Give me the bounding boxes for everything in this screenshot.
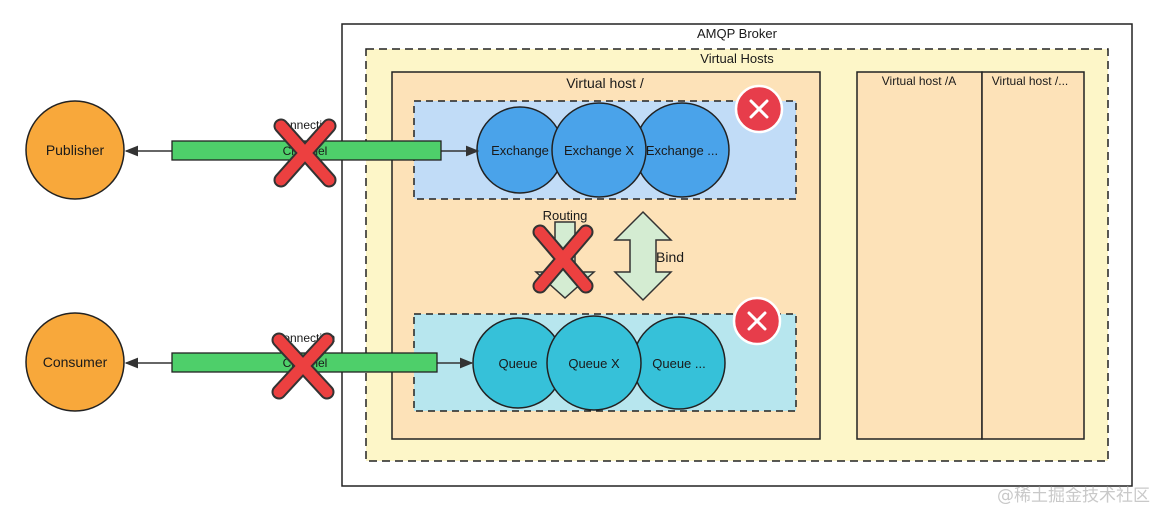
cross-icon	[271, 332, 335, 400]
virtual-hosts-title: Virtual Hosts	[700, 51, 774, 66]
close-icon[interactable]	[734, 84, 784, 134]
queue-label: Queue	[498, 356, 537, 371]
exchange-label: Exchange X	[564, 143, 634, 158]
queue-node[interactable]: Queue	[472, 317, 564, 409]
queue-zone: Queue Queue ... Queue X	[413, 296, 797, 412]
exchange-node[interactable]: Exchange ...	[634, 102, 730, 198]
virtual-host-b: Virtual host /...	[981, 71, 1085, 440]
virtual-host-a: Virtual host /A	[856, 71, 983, 440]
consumer-node[interactable]: Consumer	[25, 312, 125, 412]
queue-label: Queue X	[568, 356, 620, 371]
bind-arrow: Bind	[613, 210, 684, 302]
queue-label: Queue ...	[652, 356, 705, 371]
consumer-label: Consumer	[43, 354, 108, 370]
queue-node[interactable]: Queue ...	[632, 316, 726, 410]
exchange-node[interactable]: Exchange X	[551, 102, 647, 198]
close-icon[interactable]	[732, 296, 782, 346]
publisher-label: Publisher	[46, 142, 105, 158]
publisher-connection[interactable]: Connection Channel	[124, 118, 480, 188]
publisher-node[interactable]: Publisher	[25, 100, 125, 200]
virtual-host-main-title: Virtual host /	[566, 75, 644, 91]
exchange-node[interactable]: Exchange	[476, 106, 564, 194]
broker-title: AMQP Broker	[697, 26, 778, 41]
exchange-label: Exchange	[491, 143, 549, 158]
watermark: @稀土掘金技术社区	[997, 486, 1150, 506]
virtual-host-b-title: Virtual host /...	[992, 74, 1068, 88]
bind-label: Bind	[656, 249, 684, 265]
cross-icon	[532, 224, 594, 294]
routing-label: Routing	[543, 208, 588, 223]
consumer-connection[interactable]: Connection Channel	[124, 331, 474, 400]
queue-node[interactable]: Queue X	[546, 315, 642, 411]
cross-icon	[273, 118, 337, 188]
exchange-zone: Exchange Exchange ... Exchange X	[413, 84, 797, 200]
virtual-host-a-title: Virtual host /A	[882, 74, 956, 88]
exchange-label: Exchange ...	[646, 143, 718, 158]
